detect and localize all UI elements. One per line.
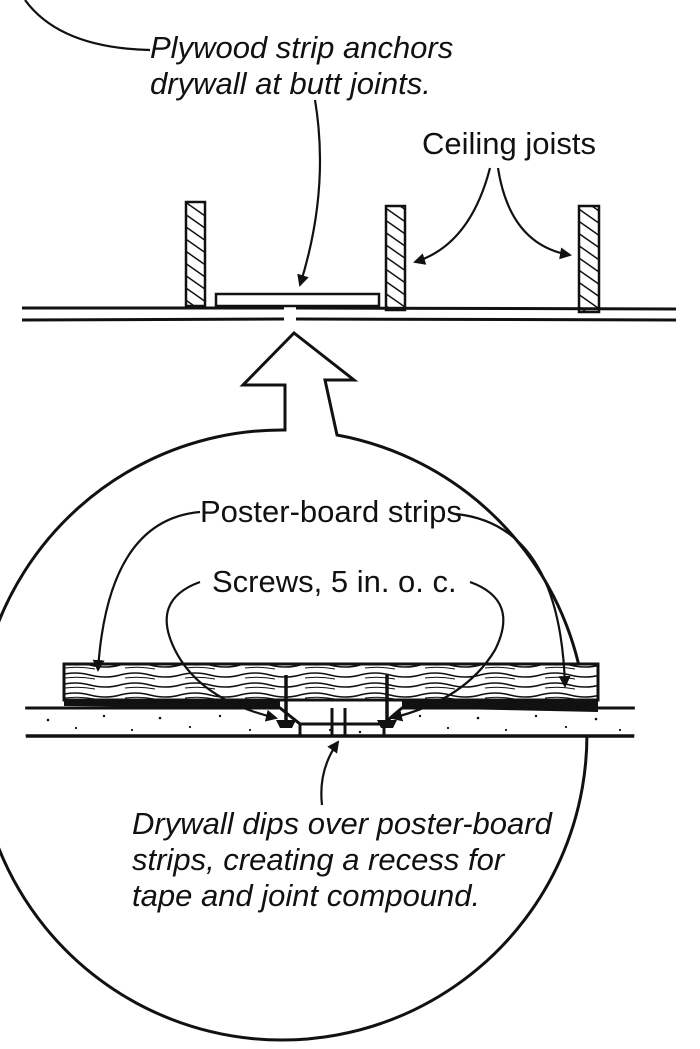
drywall-dips-label: Drywall dips over poster-board strips, c… (132, 806, 552, 913)
joist-leader-arrow-left (413, 167, 492, 265)
screws-leader-right (390, 580, 505, 722)
plywood-strip-detail (62, 662, 600, 702)
drywall-detail (25, 706, 635, 738)
screws-label: Screws, 5 in. o. c. (212, 564, 457, 599)
joist-leader-arrow-right (496, 167, 572, 260)
plywood-leader-arrow (297, 99, 322, 287)
poster-board-leader-left (92, 510, 201, 672)
plywood-strip (214, 292, 381, 308)
poster-board-leader-right (455, 512, 571, 688)
butt-joint-gap (330, 708, 347, 736)
poster-board-strips-label: Poster-board strips (200, 494, 462, 529)
ceiling-joist-2 (384, 204, 407, 312)
screws-leader-left (165, 580, 278, 722)
ceiling-joists-label: Ceiling joists (422, 126, 597, 161)
screw-left (276, 675, 296, 728)
ceiling-joist-3 (577, 204, 601, 314)
drywall-ceiling (21, 306, 677, 322)
drywall-dip-leader-arrow (320, 740, 340, 806)
plywood-strip-label: Plywood strip anchors drywall at butt jo… (150, 30, 454, 101)
screw-right (377, 675, 397, 728)
ceiling-joist-1 (184, 200, 207, 308)
top-leader-line (24, 0, 151, 52)
